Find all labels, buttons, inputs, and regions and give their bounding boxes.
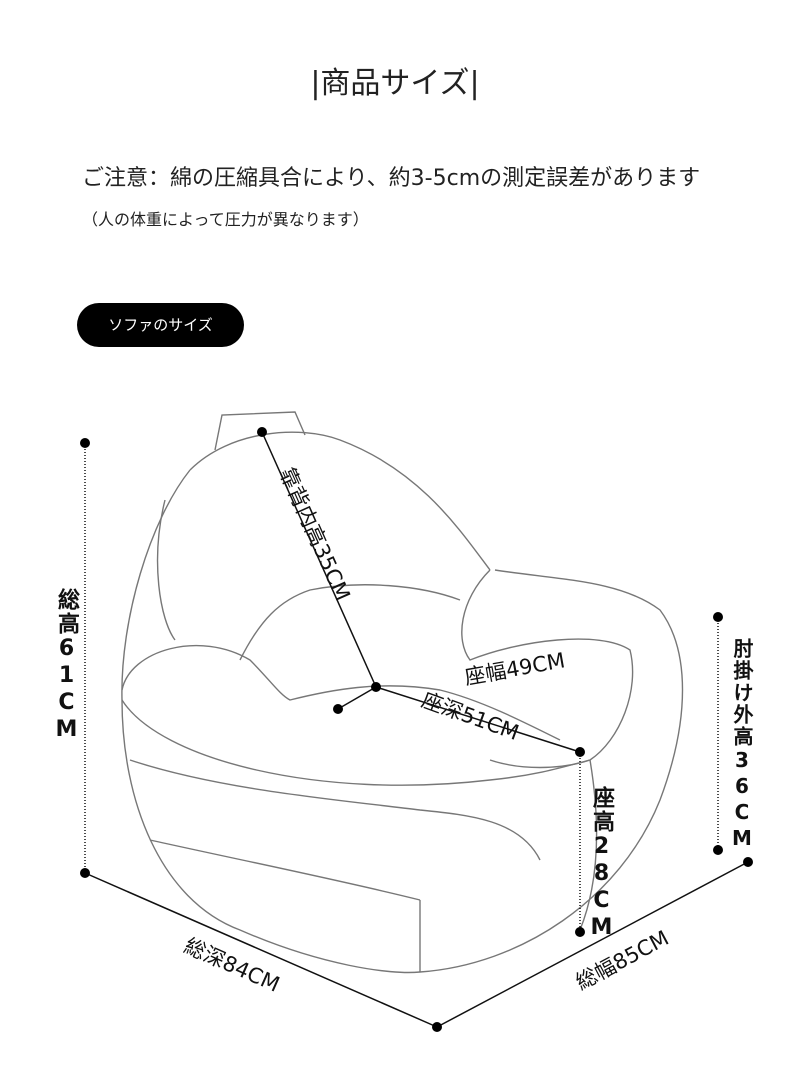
page-title: |商品サイズ|: [310, 66, 480, 101]
sofa-outline: [121, 411, 684, 974]
measurement-notice-sub: （人の体重によって圧力が異なります）: [82, 210, 369, 229]
measurement-notice: ご注意：綿の圧縮具合により、約3-5cmの測定誤差があります: [82, 166, 701, 191]
section-pill: ソファのサイズ: [77, 303, 244, 347]
total-height-label: 総高61CM: [54, 588, 79, 744]
armrest-height-label: 肘掛け外高36CM: [730, 638, 754, 852]
measurement-points: [80, 427, 753, 1032]
seat-height-label: 座高28CM: [589, 786, 614, 942]
dimension-lines: [84, 431, 749, 1028]
